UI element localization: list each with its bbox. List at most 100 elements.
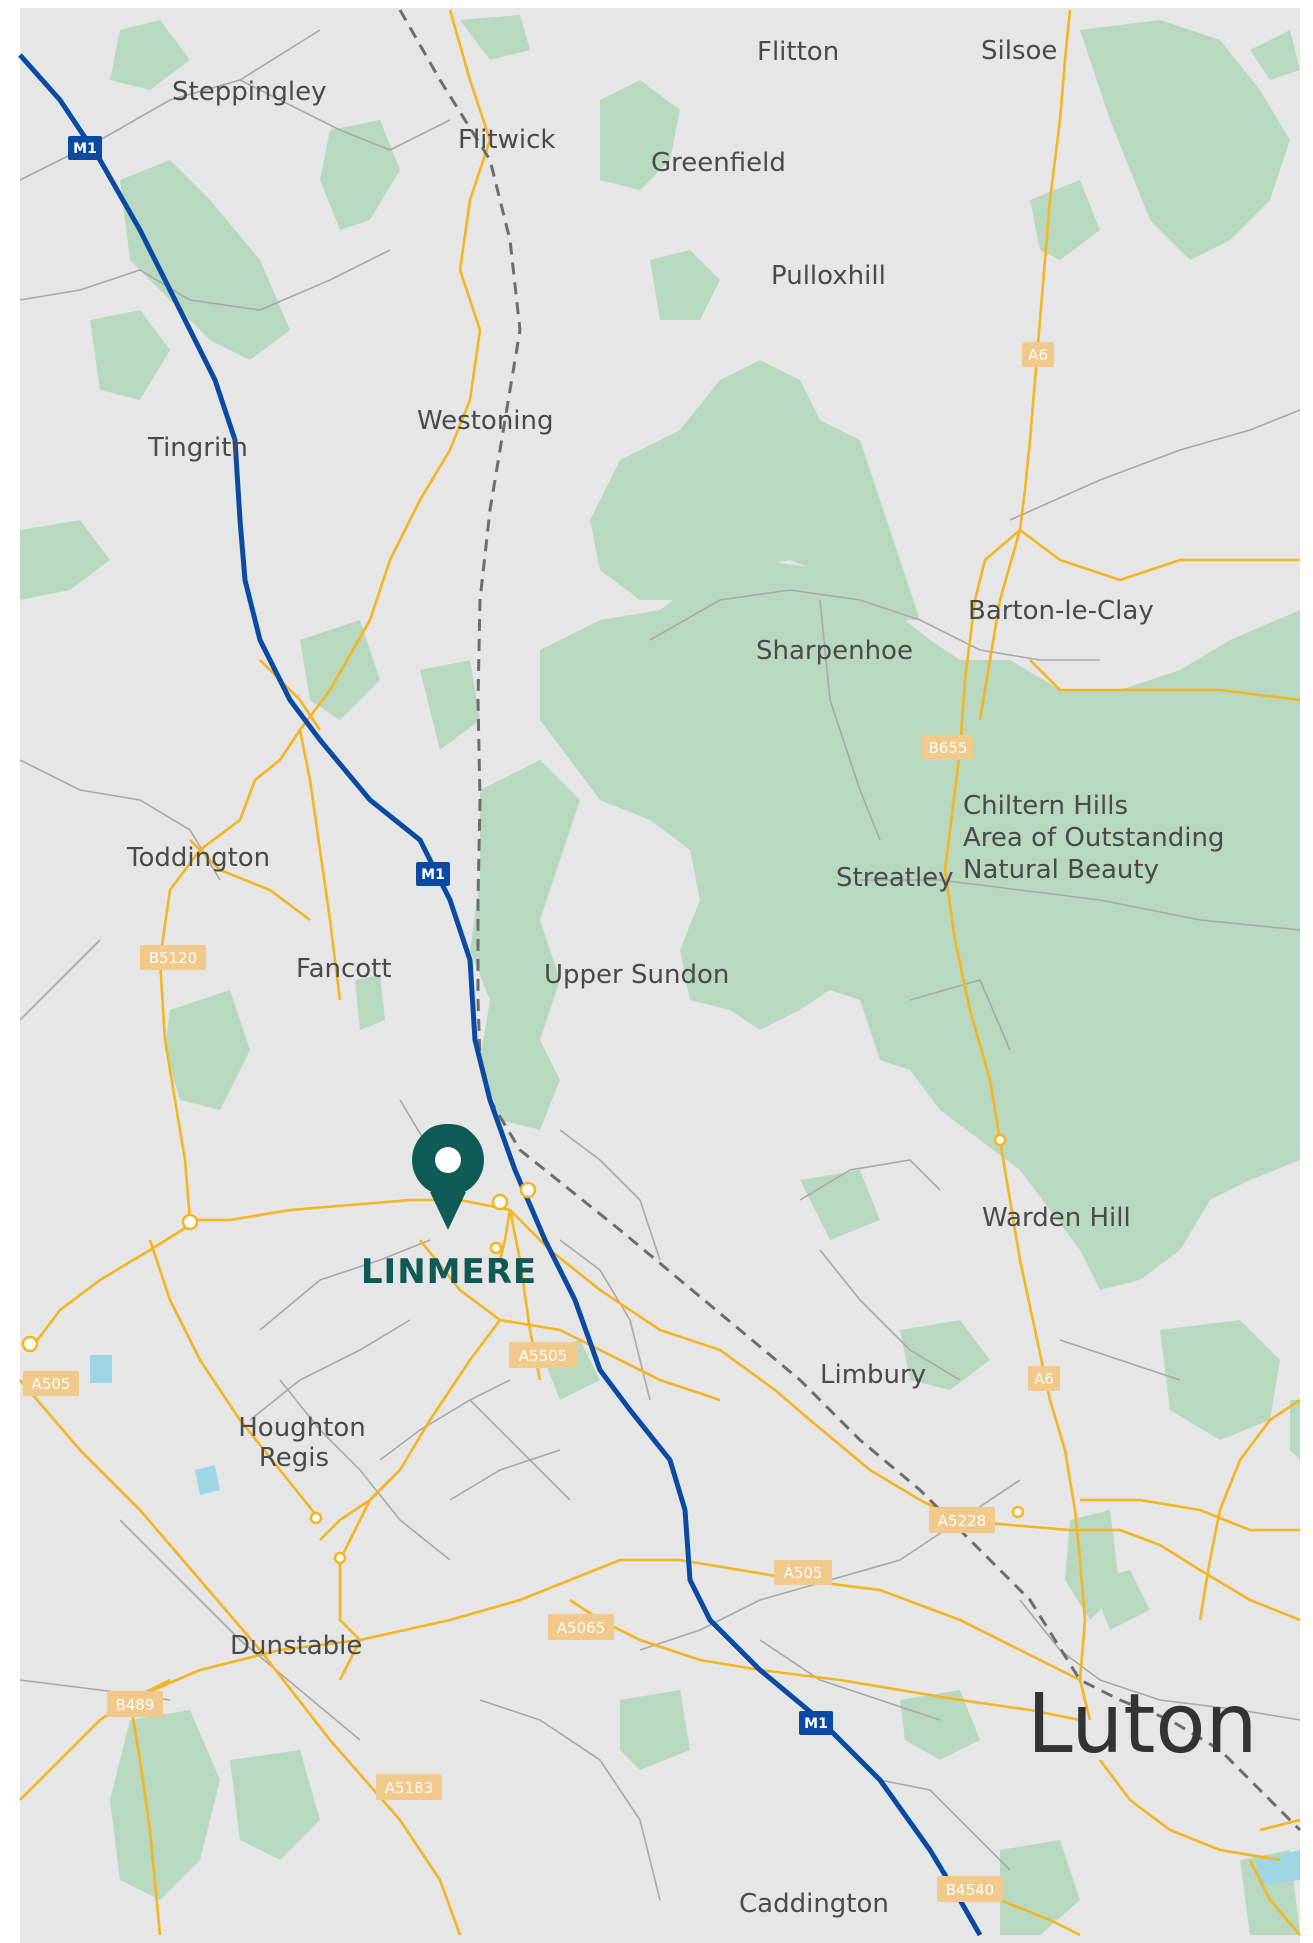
b5120-shield: B5120: [140, 945, 206, 970]
place-label: Upper Sundon: [544, 960, 729, 990]
shield: [376, 1774, 442, 1800]
green-areas: [20, 15, 1300, 1935]
road-label: A5183: [385, 1779, 433, 1797]
pin-dot: [435, 1147, 461, 1173]
a505-shield-left: A505: [23, 1371, 79, 1396]
green-area: [420, 660, 480, 750]
shield: [68, 136, 102, 160]
place-label: Westoning: [417, 406, 554, 436]
green-area: [1000, 1840, 1080, 1935]
place-label: Houghton: [238, 1413, 366, 1443]
main-roads: [19, 9, 1301, 1937]
place-label: Regis: [259, 1443, 329, 1473]
shield: [922, 735, 974, 760]
a5065-shield: A5065: [548, 1614, 614, 1640]
road-label: M1: [421, 867, 445, 883]
shield: [23, 1371, 79, 1396]
a5183-shield: A5183: [376, 1774, 442, 1800]
green-area: [900, 1320, 990, 1390]
green-area: [110, 20, 190, 90]
place-label: Barton-le-Clay: [968, 596, 1154, 626]
green-area: [1250, 30, 1300, 80]
green-area: [120, 160, 290, 360]
railways: [398, 9, 1302, 1832]
green-area: [590, 360, 920, 620]
chiltern-hills-area: [540, 560, 1300, 1290]
place-label: Tingrith: [147, 433, 248, 463]
b489-shield: B489: [107, 1691, 163, 1717]
green-area: [20, 520, 110, 600]
green-area: [320, 120, 400, 230]
roundabout: [333, 1551, 347, 1565]
road-label: B5120: [149, 949, 197, 967]
place-label: Chiltern Hills: [963, 791, 1128, 821]
road-label: A505: [32, 1375, 71, 1393]
place-label: Greenfield: [651, 148, 786, 178]
place-label: Warden Hill: [982, 1203, 1131, 1233]
reservoir: [90, 1355, 112, 1383]
green-area: [900, 1690, 980, 1760]
place-label: Streatley: [836, 863, 954, 893]
place-label: Fancott: [296, 954, 392, 984]
place-label: Steppingley: [172, 77, 327, 107]
green-area: [1080, 20, 1290, 260]
shield: [929, 1507, 995, 1533]
road-label: M1: [804, 1716, 828, 1732]
green-area: [1090, 1570, 1150, 1630]
marker-label: LINMERE: [361, 1252, 537, 1292]
b4540-shield: B4540: [937, 1876, 1003, 1902]
road-label: M1: [73, 141, 97, 157]
road-label: A6: [1028, 346, 1048, 364]
green-area: [355, 975, 385, 1030]
shield: [1028, 1366, 1060, 1391]
place-label-luton: Luton: [1027, 1677, 1258, 1772]
pin-tip: [430, 1192, 466, 1230]
m1-shield-top: M1: [68, 136, 102, 160]
roundabout: [519, 1181, 537, 1199]
roundabout: [309, 1511, 323, 1525]
green-area: [90, 310, 170, 400]
place-label: Toddington: [126, 843, 270, 873]
shield: [937, 1876, 1003, 1902]
roundabout: [1011, 1505, 1025, 1519]
location-pin-icon[interactable]: [412, 1124, 484, 1230]
road-label: B655: [929, 739, 968, 757]
green-area: [1290, 1400, 1300, 1460]
green-area: [230, 1750, 320, 1860]
green-area: [165, 990, 250, 1110]
green-area: [620, 1690, 690, 1770]
shield: [548, 1614, 614, 1640]
road-label: A505: [784, 1564, 823, 1582]
motorway-m1: [18, 53, 983, 1937]
road-label: A5505: [519, 1347, 567, 1365]
place-label: Sharpenhoe: [756, 636, 913, 666]
a5505-shield: A5505: [509, 1342, 577, 1368]
shield: [774, 1560, 832, 1585]
place-labels: Steppingley Flitwick Flitton Silsoe Gree…: [126, 36, 1258, 1919]
shield: [509, 1342, 577, 1368]
shield: [140, 945, 206, 970]
road-label: A6: [1034, 1370, 1054, 1388]
roundabout: [489, 1241, 503, 1255]
roundabout: [181, 1213, 199, 1231]
m1-shield-mid: M1: [416, 862, 450, 886]
a6-shield-mid: A6: [1028, 1366, 1060, 1391]
green-area: [650, 250, 720, 320]
shield: [799, 1711, 833, 1735]
m1-shield-bottom: M1: [799, 1711, 833, 1735]
place-label: Flitwick: [458, 125, 555, 155]
shield: [416, 862, 450, 886]
place-label: Caddington: [739, 1889, 889, 1919]
place-label: Flitton: [757, 37, 839, 67]
lake: [195, 1465, 220, 1495]
green-area: [460, 15, 530, 60]
roundabout: [993, 1133, 1007, 1147]
place-label: Silsoe: [981, 36, 1057, 66]
linmere-marker[interactable]: LINMERE: [361, 1124, 537, 1292]
roundabout: [21, 1335, 39, 1353]
a6-shield-top: A6: [1022, 342, 1054, 367]
place-label: Limbury: [820, 1360, 926, 1390]
green-area: [110, 1710, 220, 1900]
road-label: B489: [116, 1696, 155, 1714]
